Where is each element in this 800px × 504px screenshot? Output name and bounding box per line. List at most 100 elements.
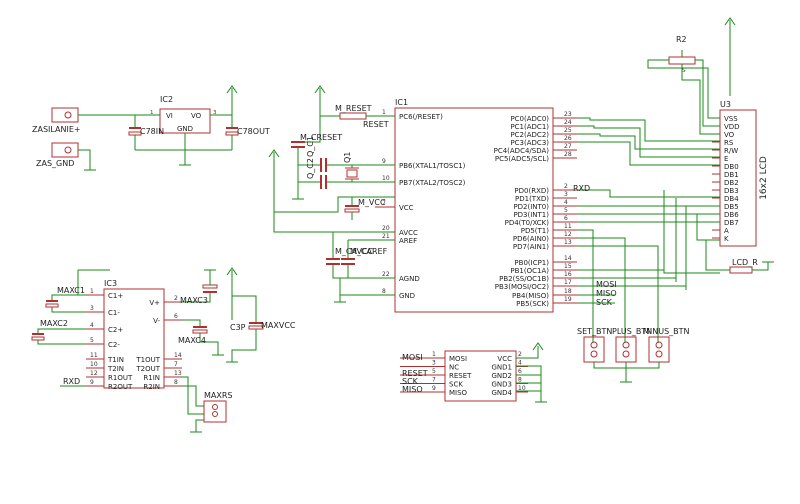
wire-r1in [182, 376, 204, 415]
wire-lcd-r [752, 262, 769, 271]
wire-maxvcc [231, 270, 257, 322]
ic2-vo: VO [191, 112, 202, 120]
u3-pin-label: K [724, 235, 729, 243]
isp-pin-num: 8 [518, 377, 522, 384]
caref-plate2 [341, 263, 355, 265]
u3-pin-label: DB3 [724, 187, 739, 195]
minus-btn-body [648, 336, 670, 363]
u3-pin-label: VDD [724, 123, 740, 131]
ic1-pin-num: 9 [382, 158, 386, 165]
ic3-pin-label: V+ [149, 299, 160, 307]
ic3-label: IC3 [104, 279, 117, 288]
u3-title: 16x2 LCD [759, 156, 769, 200]
isp-pin-label: NC [449, 364, 459, 372]
wire-zas-gnd [78, 149, 91, 170]
ic1: IC1 1PC6(/RESET)9PB6(XTAL1/TOSC1)10PB7(X… [375, 98, 577, 313]
ic3-pin-label: R1IN [143, 374, 160, 382]
ic1-pin-num: 1 [382, 109, 386, 116]
q-c2-label: Q_C2 [306, 158, 315, 179]
net-mosi: MOSI [596, 280, 617, 289]
ic1-pin-num: 16 [564, 271, 572, 278]
maxc2-plate1 [32, 333, 44, 335]
wire-pd5-btn [577, 229, 594, 343]
ic1-pin-label: PB5(SCK) [516, 300, 549, 308]
q-c1-label: Q_C1 [306, 136, 315, 157]
wire-pd6-btn [577, 237, 626, 343]
isp-pin-label: VCC [497, 355, 512, 363]
isp-pin-num: 1 [432, 351, 436, 358]
rxd-ic3-label: RXD [63, 377, 80, 386]
isp-net-mosi: MOSI [402, 353, 423, 362]
ic1-pin-num: 7 [382, 200, 386, 207]
cavcc-plate1 [326, 258, 340, 260]
isp-vcc-arrow [532, 342, 544, 351]
ic3-pin-num: 12 [90, 370, 98, 377]
isp-pin-label: MISO [449, 389, 468, 397]
ic3-pin-label: R2OUT [108, 383, 133, 391]
ic3-pin-label: C2- [108, 341, 120, 349]
wire-maxc1b [51, 307, 86, 313]
ic3-pin-label: C2+ [108, 326, 123, 334]
u3-pin-label: E [724, 155, 728, 163]
c-reset-plate1 [291, 141, 305, 143]
ic1-pin-label: PB3(MOSI/OC2) [495, 283, 549, 291]
ic2-label: IC2 [160, 95, 173, 104]
ic1-pin-num: 6 [564, 215, 568, 222]
u3-pin-label: DB1 [724, 171, 739, 179]
ic1-pin-num: 28 [564, 151, 572, 158]
isp-pin-label: SCK [449, 381, 463, 389]
qc2-plate1 [320, 175, 322, 189]
ic1-pin-label: PC4(ADC4/SDA) [494, 147, 550, 155]
cavcc-plate2 [326, 263, 340, 265]
ic1-pin-num: 8 [382, 288, 386, 295]
wire-agnd [332, 265, 395, 279]
vcc-arrow-avcc [268, 149, 280, 158]
vcc-arrow-reg [226, 85, 238, 94]
ic3-pin-label: T1IN [107, 356, 124, 364]
u3-pin-label: DB5 [724, 203, 739, 211]
maxrs-label: MAXRS [204, 391, 233, 400]
ic3-pin-num: 2 [174, 295, 178, 302]
wire-vcc-main [274, 196, 395, 213]
wire-gnd [339, 278, 395, 296]
ic3-pin-num: 13 [174, 370, 182, 377]
c3p-label: C3P [230, 323, 246, 332]
ic3-pin-num: 8 [174, 379, 178, 386]
wire-r2-vss [647, 59, 720, 119]
ic1-pin-num: 14 [564, 255, 572, 262]
wire-maxvcc-gnd [231, 329, 257, 362]
vcc-arrow-reset [314, 85, 326, 94]
u3-pin-label: DB2 [724, 179, 739, 187]
ic3-pin-num: 6 [174, 313, 178, 320]
r2-body [668, 56, 696, 65]
ic3-pin-label: C1- [108, 309, 120, 317]
ic1-pin-label: AGND [399, 275, 420, 283]
maxvcc-plate1 [249, 322, 263, 324]
ic1-pin-label: PC1(ADC1) [510, 123, 549, 131]
u3-pin-label: RS [724, 139, 734, 147]
c-reset-plate2 [291, 146, 305, 148]
wire-isp-vcc [516, 346, 539, 359]
wire-pc2 [577, 133, 720, 150]
isp-pin-num: 3 [432, 360, 436, 367]
ic1-pin-num: 15 [564, 263, 572, 270]
wire-vcc-avcc [273, 152, 395, 233]
ic1-pin-label: PD5(T1) [521, 227, 550, 235]
ic1-pin-label: PC3(ADC3) [510, 139, 549, 147]
plus-btn-pin2 [622, 350, 630, 358]
ic1-pin-num: 17 [564, 279, 572, 286]
isp-pin-num: 10 [518, 385, 526, 392]
wire-maxc4-bot [199, 333, 219, 355]
isp-pin-num: 9 [432, 385, 436, 392]
qc1-plate1 [320, 158, 322, 172]
ic1-pin-num: 13 [564, 239, 572, 246]
reset-net-label: RESET [363, 120, 389, 129]
ic1-pin-label: PD6(AIN0) [513, 235, 549, 243]
wire-pc0 [577, 117, 720, 142]
wire-maxrs-gnd [195, 419, 204, 432]
wire-creset [298, 116, 321, 143]
ic1-pin-label: PC0(ADC0) [510, 115, 549, 123]
maxc4-plate2 [192, 329, 208, 334]
ic3-pin-num: 7 [174, 361, 178, 368]
ic3-pin-num: 11 [90, 352, 98, 359]
